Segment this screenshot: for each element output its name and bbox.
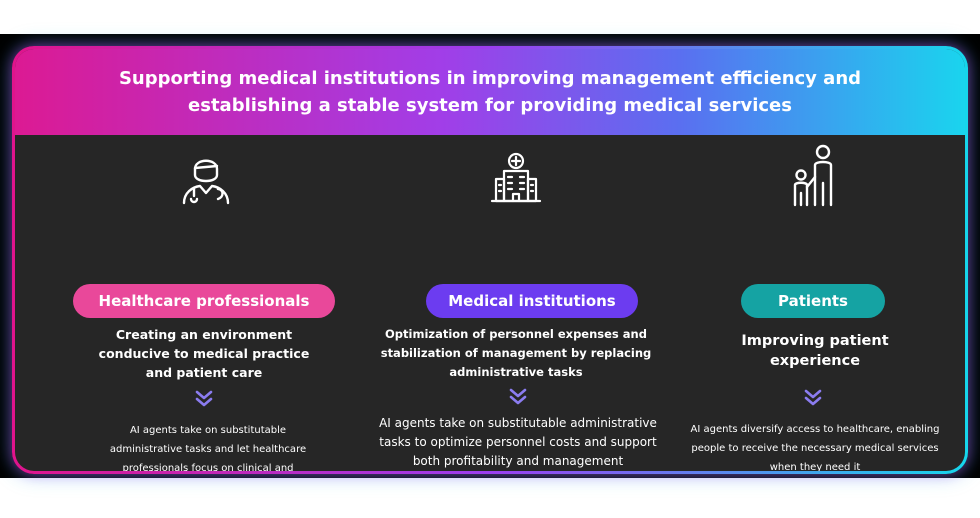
patients-description: AI agents diversify access to healthcare…: [690, 424, 940, 471]
medical-institutions-description: AI agents take on substitutable administ…: [379, 416, 657, 468]
healthcare-professionals-label: Healthcare professionals: [73, 284, 335, 318]
healthcare-professionals-subhead: Creating an environment conducive to med…: [98, 327, 310, 380]
content-panel: Supporting medical institutions in impro…: [15, 49, 965, 471]
graphic-background: Supporting medical institutions in impro…: [0, 34, 980, 478]
patients-subhead: Improving patient experience: [741, 333, 889, 369]
hospital-icon: [490, 152, 542, 203]
banner-title: Supporting medical institutions in impro…: [118, 68, 862, 116]
column-medical-institutions: Medical institutions Optimization of per…: [350, 135, 680, 468]
parent-child-icon: [793, 144, 833, 207]
chevron-down-icon: [509, 388, 527, 405]
header-banner: Supporting medical institutions in impro…: [15, 49, 965, 135]
medical-institutions-label: Medical institutions: [426, 284, 638, 318]
healthcare-professionals-description: AI agents take on substitutable administ…: [109, 425, 307, 471]
patients-label: Patients: [741, 284, 885, 318]
medical-institutions-subhead: Optimization of personnel expenses and s…: [380, 327, 652, 379]
doctor-icon: [182, 159, 230, 205]
column-healthcare-professionals: Healthcare professionals Creating an env…: [53, 135, 353, 471]
glow-frame: Supporting medical institutions in impro…: [12, 46, 968, 474]
chevron-down-icon: [195, 390, 213, 407]
column-patients: Patients Improving patient experience AI…: [675, 135, 965, 471]
chevron-down-icon: [804, 389, 822, 406]
